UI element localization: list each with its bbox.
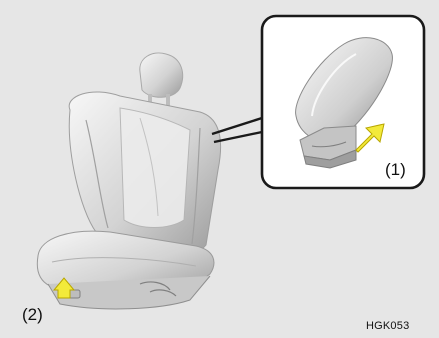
figure-code: HGK053 (366, 320, 409, 332)
callout-label-1: (1) (385, 160, 406, 180)
callout-label-2: (2) (22, 305, 43, 325)
